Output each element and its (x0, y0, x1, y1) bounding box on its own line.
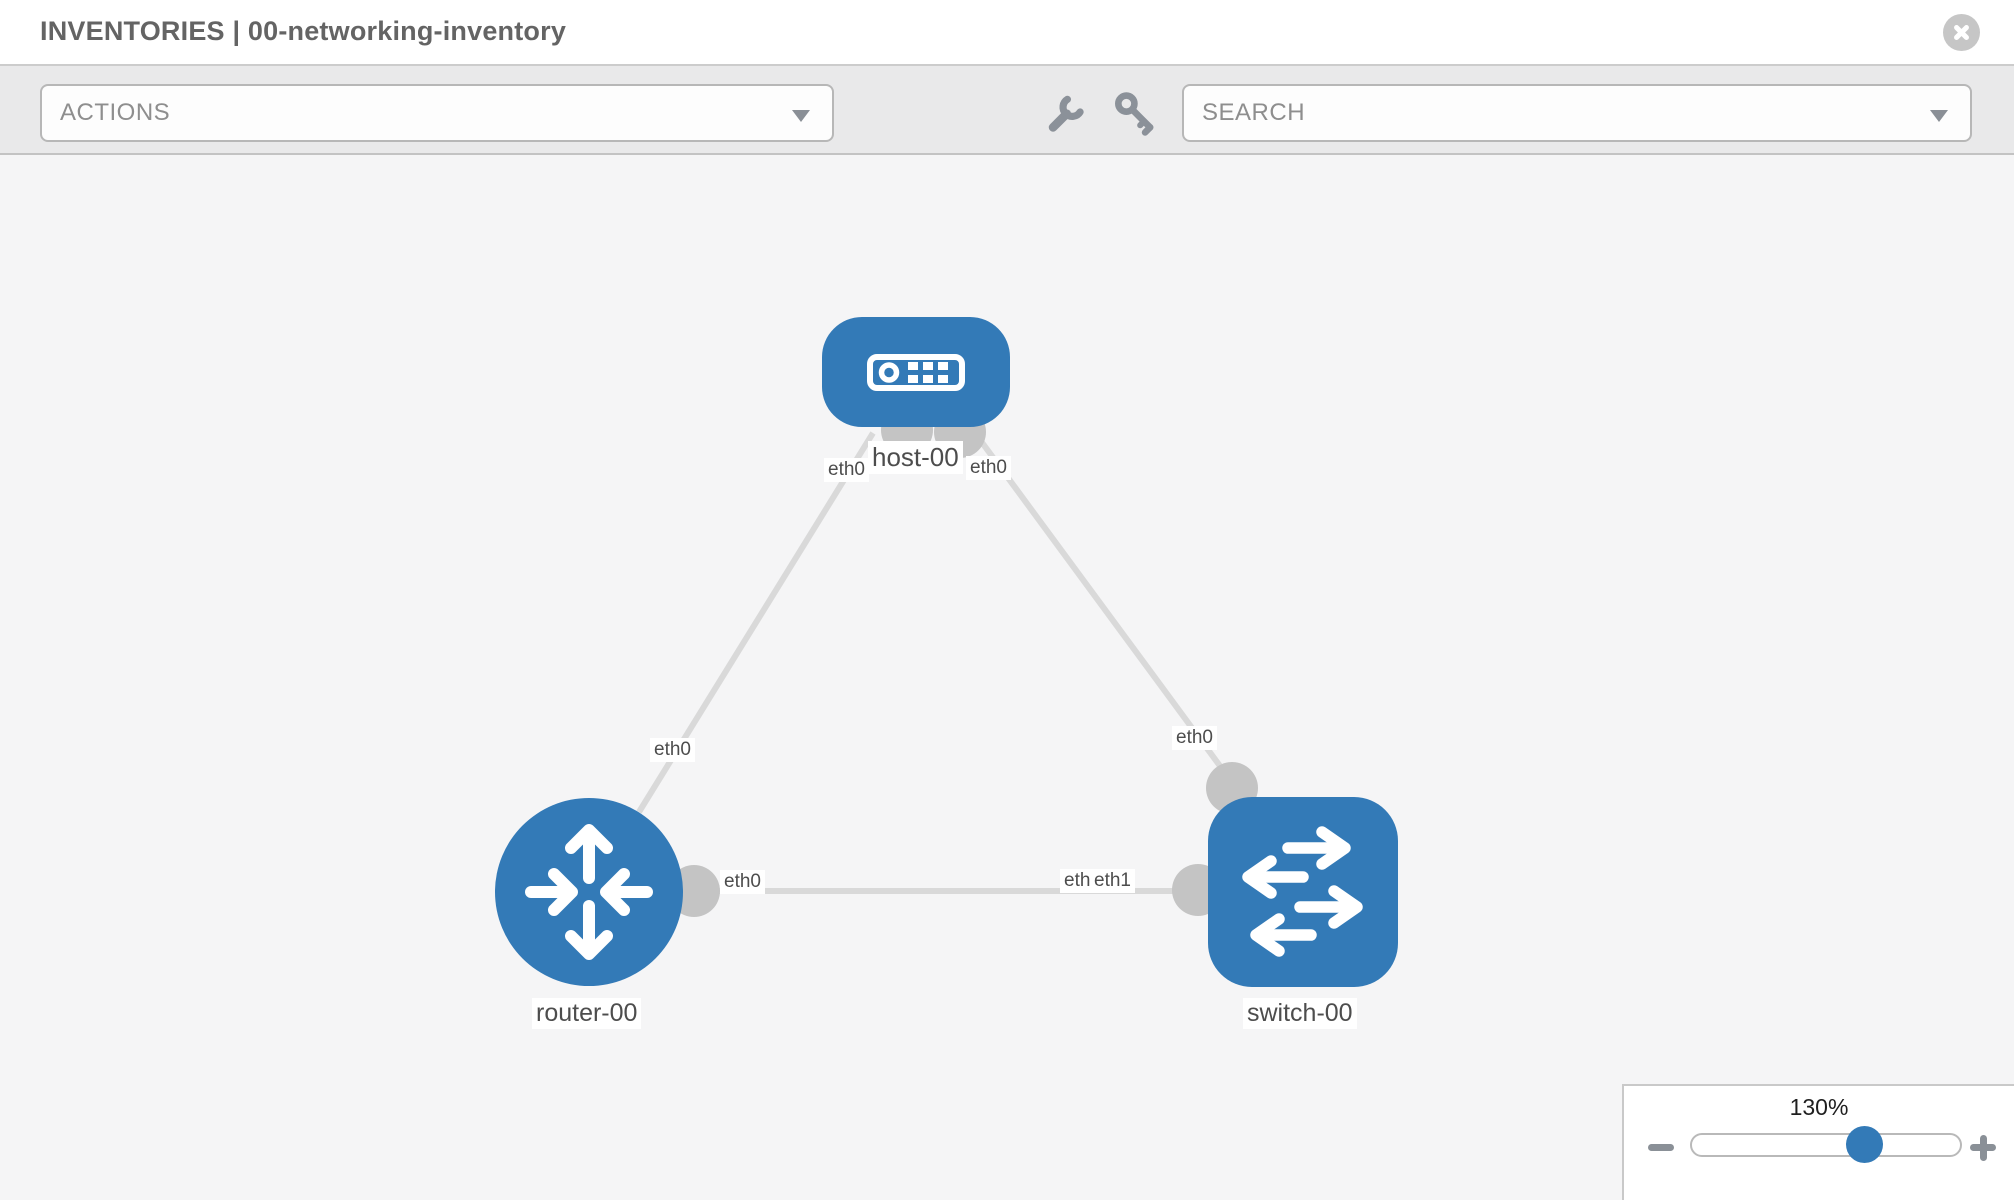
links-layer (636, 431, 1248, 894)
zoom-slider-thumb[interactable] (1845, 1126, 1883, 1163)
zoom-in-button[interactable] (1966, 1130, 2000, 1164)
interface-label-host-eth0-left: eth0 (824, 458, 869, 482)
interface-label-host-eth0-right: eth0 (966, 456, 1011, 480)
zoom-control-panel: 130% (1622, 1084, 2014, 1200)
credentials-button[interactable] (1112, 90, 1158, 136)
interface-label-switch-link-eth0: eth0 (1172, 726, 1217, 750)
zoom-slider[interactable] (1690, 1126, 1962, 1163)
zoom-out-button[interactable] (1644, 1130, 1678, 1164)
actions-dropdown[interactable]: ACTIONS (40, 84, 834, 142)
switch-icon (1242, 826, 1363, 957)
wrench-icon (1048, 95, 1084, 132)
search-dropdown-label: SEARCH (1202, 99, 1306, 126)
chevron-down-icon (792, 110, 810, 122)
host-icon (867, 354, 965, 391)
node-switch-00[interactable] (1208, 797, 1398, 987)
header: INVENTORIES | 00-networking-inventory (0, 0, 2014, 66)
close-button[interactable] (1943, 14, 1980, 51)
zoom-level-value: 130% (1789, 1094, 1849, 1120)
actions-dropdown-label: ACTIONS (60, 99, 171, 126)
node-label-switch-00: switch-00 (1243, 998, 1357, 1029)
topology-canvas[interactable]: host-00 eth0 eth0 eth0 eth0 eth0 eth0 et… (0, 155, 2014, 1200)
router-icon (525, 824, 653, 960)
key-icon (1115, 92, 1154, 136)
search-dropdown[interactable]: SEARCH (1182, 84, 1972, 142)
interface-label-router-eth0: eth0 (720, 870, 765, 894)
node-label-host-00: host-00 (868, 441, 963, 474)
interface-circles-layer (668, 404, 1258, 917)
interface-label-switch-eth1: eth1 (1090, 869, 1135, 893)
node-label-router-00: router-00 (532, 998, 642, 1029)
chevron-down-icon (1930, 110, 1948, 122)
node-host-00[interactable] (822, 317, 1010, 427)
page-title: INVENTORIES | 00-networking-inventory (40, 16, 567, 46)
toolbar: ACTIONS SEARCH (0, 66, 2014, 155)
tools-button[interactable] (1043, 90, 1089, 136)
node-router-00[interactable] (495, 798, 683, 986)
interface-label-router-link-eth0: eth0 (650, 738, 695, 762)
